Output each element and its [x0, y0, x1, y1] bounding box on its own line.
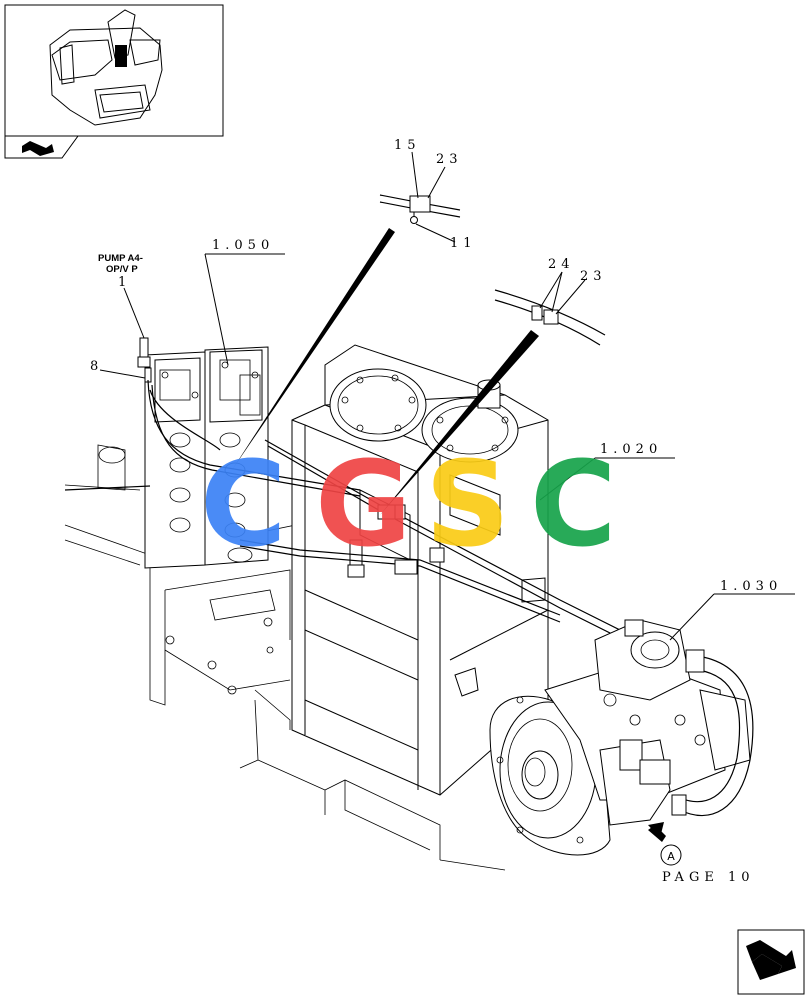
pump-label-line1: PUMP A4- — [98, 253, 143, 264]
part-label-23-mid: 23 — [580, 269, 607, 284]
watermark-logo: C G S C — [200, 435, 617, 573]
next-page-arrow-icon[interactable] — [737, 929, 805, 995]
machine-inset-icon[interactable] — [4, 4, 224, 137]
callout-a-label: A — [667, 850, 675, 863]
page-reference[interactable]: PAGE 10 — [662, 870, 755, 885]
hose-lines — [64, 379, 641, 649]
watermark-letter-c2: C — [530, 435, 617, 573]
main-pump-assembly — [489, 619, 754, 856]
part-label-11: 11 — [450, 236, 477, 251]
ref-label-1050: 1.050 — [212, 238, 274, 253]
watermark-letter-c1: C — [200, 435, 287, 573]
clamp-detail-mid — [494, 289, 606, 346]
part-label-15: 15 — [394, 138, 421, 153]
detail-leader-mid — [380, 330, 539, 515]
pump-label-line2: OP/V P — [106, 264, 138, 275]
detail-leader-top — [232, 228, 395, 470]
watermark-letter-g: G — [315, 435, 412, 573]
callout-a-circle — [660, 844, 682, 866]
leader-lines — [99, 151, 795, 842]
arrow-tab-icon[interactable] — [4, 135, 79, 159]
part-label-8: 8 — [90, 359, 103, 374]
part-label-24: 24 — [548, 257, 575, 272]
part-label-1: 1 — [118, 275, 131, 290]
ref-label-1030: 1.030 — [720, 579, 782, 594]
clamp-detail-top — [379, 194, 461, 224]
watermark-letter-s: S — [425, 435, 510, 573]
ref-label-1020: 1.020 — [600, 442, 662, 457]
part-label-23-top: 23 — [436, 152, 463, 167]
